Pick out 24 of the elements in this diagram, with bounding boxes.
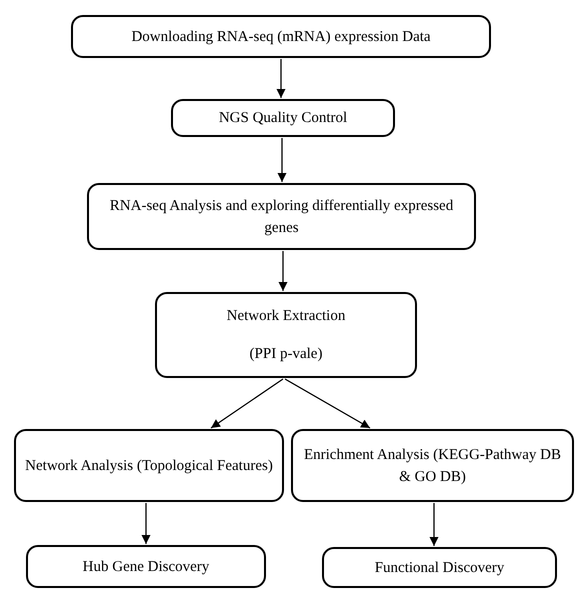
step-text: Functional Discovery [374,558,504,578]
step-text: Network Analysis (Topological Features) [25,456,273,476]
process-box [155,292,417,378]
process-box [171,99,395,137]
process-box [71,15,491,58]
process-box [14,429,284,502]
process-box [291,429,574,502]
arrow [276,59,286,98]
arrow [430,503,438,546]
step-text: NGS Quality Control [218,109,348,128]
arrow [278,251,288,291]
step-text: (PPI p-vale) [250,345,322,364]
step-text: RNA-seq Analysis and exploring differentially expressed genes [108,196,454,238]
process-box [87,183,476,250]
step-text: Downloading RNA-seq (mRNA) expression Data [131,28,431,46]
process-box [26,545,266,588]
step-text: Network Extraction [226,307,346,326]
process-box [322,547,557,588]
step-text: Enrichment Analysis (KEGG-Pathway DB & GO DB) [302,446,562,486]
arrow [210,378,284,428]
arrow [284,378,370,429]
arrow [278,138,286,182]
arrow [142,503,150,544]
step-text: Hub Gene Discovery [82,558,210,576]
